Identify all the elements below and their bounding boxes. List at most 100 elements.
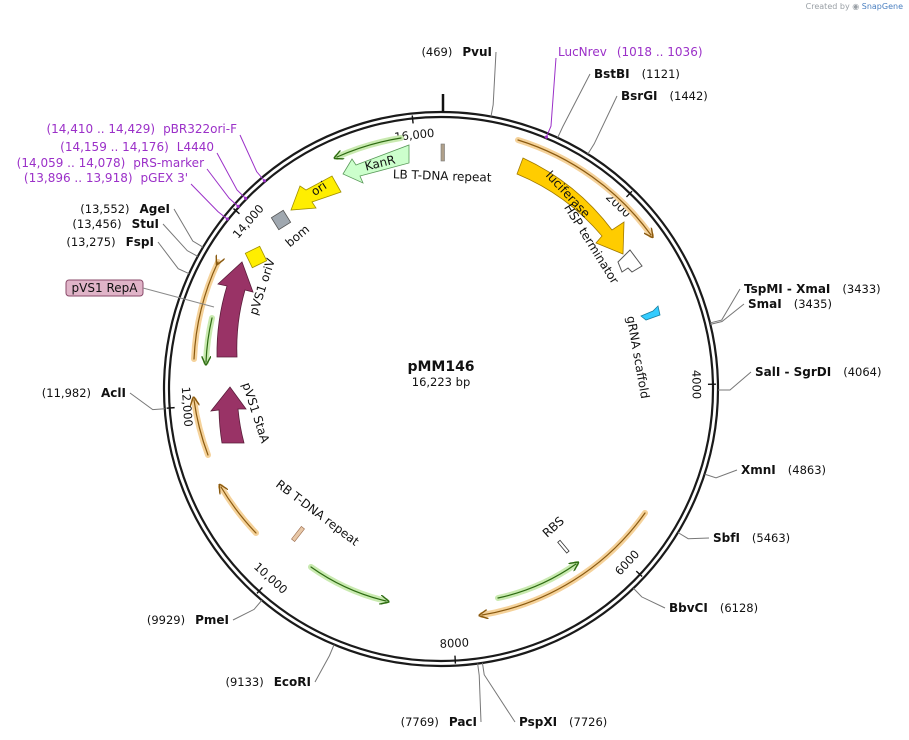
primer-name: pBR322ori-F: [163, 122, 237, 136]
primer-name: pRS-marker: [133, 156, 204, 170]
site-leader-line: [490, 51, 497, 117]
site-leader-line: [633, 587, 666, 609]
credit-prefix: Created by: [805, 2, 850, 11]
primer-range: (1018 .. 1036): [617, 45, 703, 59]
primer-site-mark: [544, 135, 548, 139]
site-leader-line: [587, 95, 618, 155]
orf-left-lower: [218, 484, 259, 536]
primer-leader-line: [206, 168, 239, 207]
site-position: (13,552): [80, 202, 129, 216]
site-name: PvuI: [462, 45, 492, 59]
site-name: PmeI: [195, 613, 229, 627]
site-leader-lines: [129, 51, 752, 723]
primer-site-mark: [225, 217, 229, 221]
site-leader-line: [232, 599, 263, 621]
feature-kanr[interactable]: KanR: [342, 144, 410, 184]
feature-pvs1-oriv[interactable]: pVS1 oriV: [244, 245, 278, 317]
scale-tick-label: 14,000: [230, 202, 267, 242]
primer-site-mark: [244, 196, 248, 200]
orf-left-lower-line: [221, 487, 257, 534]
site-leader-line: [162, 223, 199, 257]
scale-tick: [232, 208, 240, 215]
site-name: SmaI: [748, 297, 782, 311]
site-position: (3433): [842, 282, 880, 296]
orf-green-lower-left-line: [310, 566, 386, 601]
primer-name: LucNrev: [558, 45, 607, 59]
orf-luciferase-line: [517, 139, 651, 235]
site-name: AgeI: [140, 202, 170, 216]
primer-range: (14,059 .. 14,078): [17, 156, 126, 170]
primer-leader-line: [239, 134, 265, 182]
pvs1-repa-label: pVS1 RepA: [72, 281, 139, 295]
primer-leader-line: [190, 183, 228, 220]
orf-green-kanr-line: [337, 137, 402, 157]
site-name: PspXI: [519, 715, 557, 729]
site-name: PacI: [449, 715, 477, 729]
primer-name: L4440: [177, 140, 214, 154]
site-name: AclI: [101, 386, 126, 400]
site-name: BsrGI: [621, 89, 658, 103]
backbone-outer: [162, 110, 720, 668]
orf-left-upper-line: [193, 262, 218, 360]
primer-site-mark: [262, 179, 267, 183]
site-position: (13,456): [72, 217, 121, 231]
plasmid-name: pMM146: [407, 359, 474, 375]
scale-tick-label: 4000: [689, 370, 704, 400]
orf-bottom-right-line: [482, 512, 646, 615]
site-position: (9133): [225, 675, 263, 689]
site-leader-line: [557, 73, 591, 138]
site-position: (469): [421, 45, 452, 59]
site-position: (3435): [794, 297, 832, 311]
feature-rbs[interactable]: RBS: [540, 514, 570, 554]
site-name: BstBI: [594, 67, 630, 81]
grna-scaffold-label: gRNA scaffold: [624, 315, 652, 400]
orf-left-mid-line: [194, 400, 209, 456]
site-position: (1121): [642, 67, 680, 81]
backbone-inner: [167, 115, 715, 663]
primer-range: (14,159 .. 14,176): [60, 140, 169, 154]
site-position: (11,982): [42, 386, 91, 400]
site-name: SbfI: [713, 531, 740, 545]
site-leader-line: [477, 663, 482, 723]
feature-grna-scaffold[interactable]: gRNA scaffold: [624, 305, 661, 400]
scale-tick: [411, 115, 414, 124]
site-position: (4064): [843, 365, 881, 379]
orf-green-lower-left: [308, 564, 389, 604]
rb-repeat-label: RB T-DNA repeat: [273, 477, 362, 549]
feature-bom[interactable]: bom: [270, 209, 312, 250]
scale-tick: [256, 586, 263, 594]
site-name: TspMI - XmaI: [744, 282, 830, 296]
primer-site-mark: [236, 204, 240, 208]
site-position: (1442): [670, 89, 708, 103]
feature-pvs1-staa[interactable]: pVS1 StaA: [210, 381, 272, 446]
feature-rb-repeat[interactable]: RB T-DNA repeat: [273, 477, 362, 549]
scale-tick-label: 10,000: [251, 559, 290, 596]
feature-lb-repeat[interactable]: LB T-DNA repeat: [393, 143, 492, 185]
site-name: XmnI: [741, 463, 776, 477]
primer-range: (14,410 .. 14,429): [46, 122, 155, 136]
feature-ori[interactable]: ori: [290, 175, 342, 211]
feature-pvs1-repa[interactable]: [216, 261, 254, 358]
site-leader-line: [710, 303, 745, 325]
site-name: BbvCI: [669, 601, 708, 615]
pvs1-repa-badge[interactable]: pVS1 RepA: [65, 279, 215, 308]
primer-name: pGEX 3': [141, 171, 188, 185]
site-position: (5463): [752, 531, 790, 545]
snapgene-logo-icon: ◉: [852, 2, 860, 11]
site-leader-line: [677, 532, 710, 540]
scale-tick: [625, 190, 633, 198]
primer-range: (13,896 .. 13,918): [24, 171, 133, 185]
scale-tick-label: 8000: [439, 635, 469, 651]
plasmid-length: 16,223 bp: [412, 375, 471, 389]
site-name: EcoRI: [274, 675, 311, 689]
site-position: (6128): [720, 601, 758, 615]
scale-tick: [166, 406, 175, 409]
orf-arcs: [191, 135, 651, 615]
site-position: (9929): [147, 613, 185, 627]
pvs1-staa-label: pVS1 StaA: [239, 381, 272, 446]
orf-left-mid: [191, 397, 211, 458]
site-leader-line: [704, 469, 738, 479]
site-name: StuI: [132, 217, 159, 231]
site-position: (7769): [401, 715, 439, 729]
